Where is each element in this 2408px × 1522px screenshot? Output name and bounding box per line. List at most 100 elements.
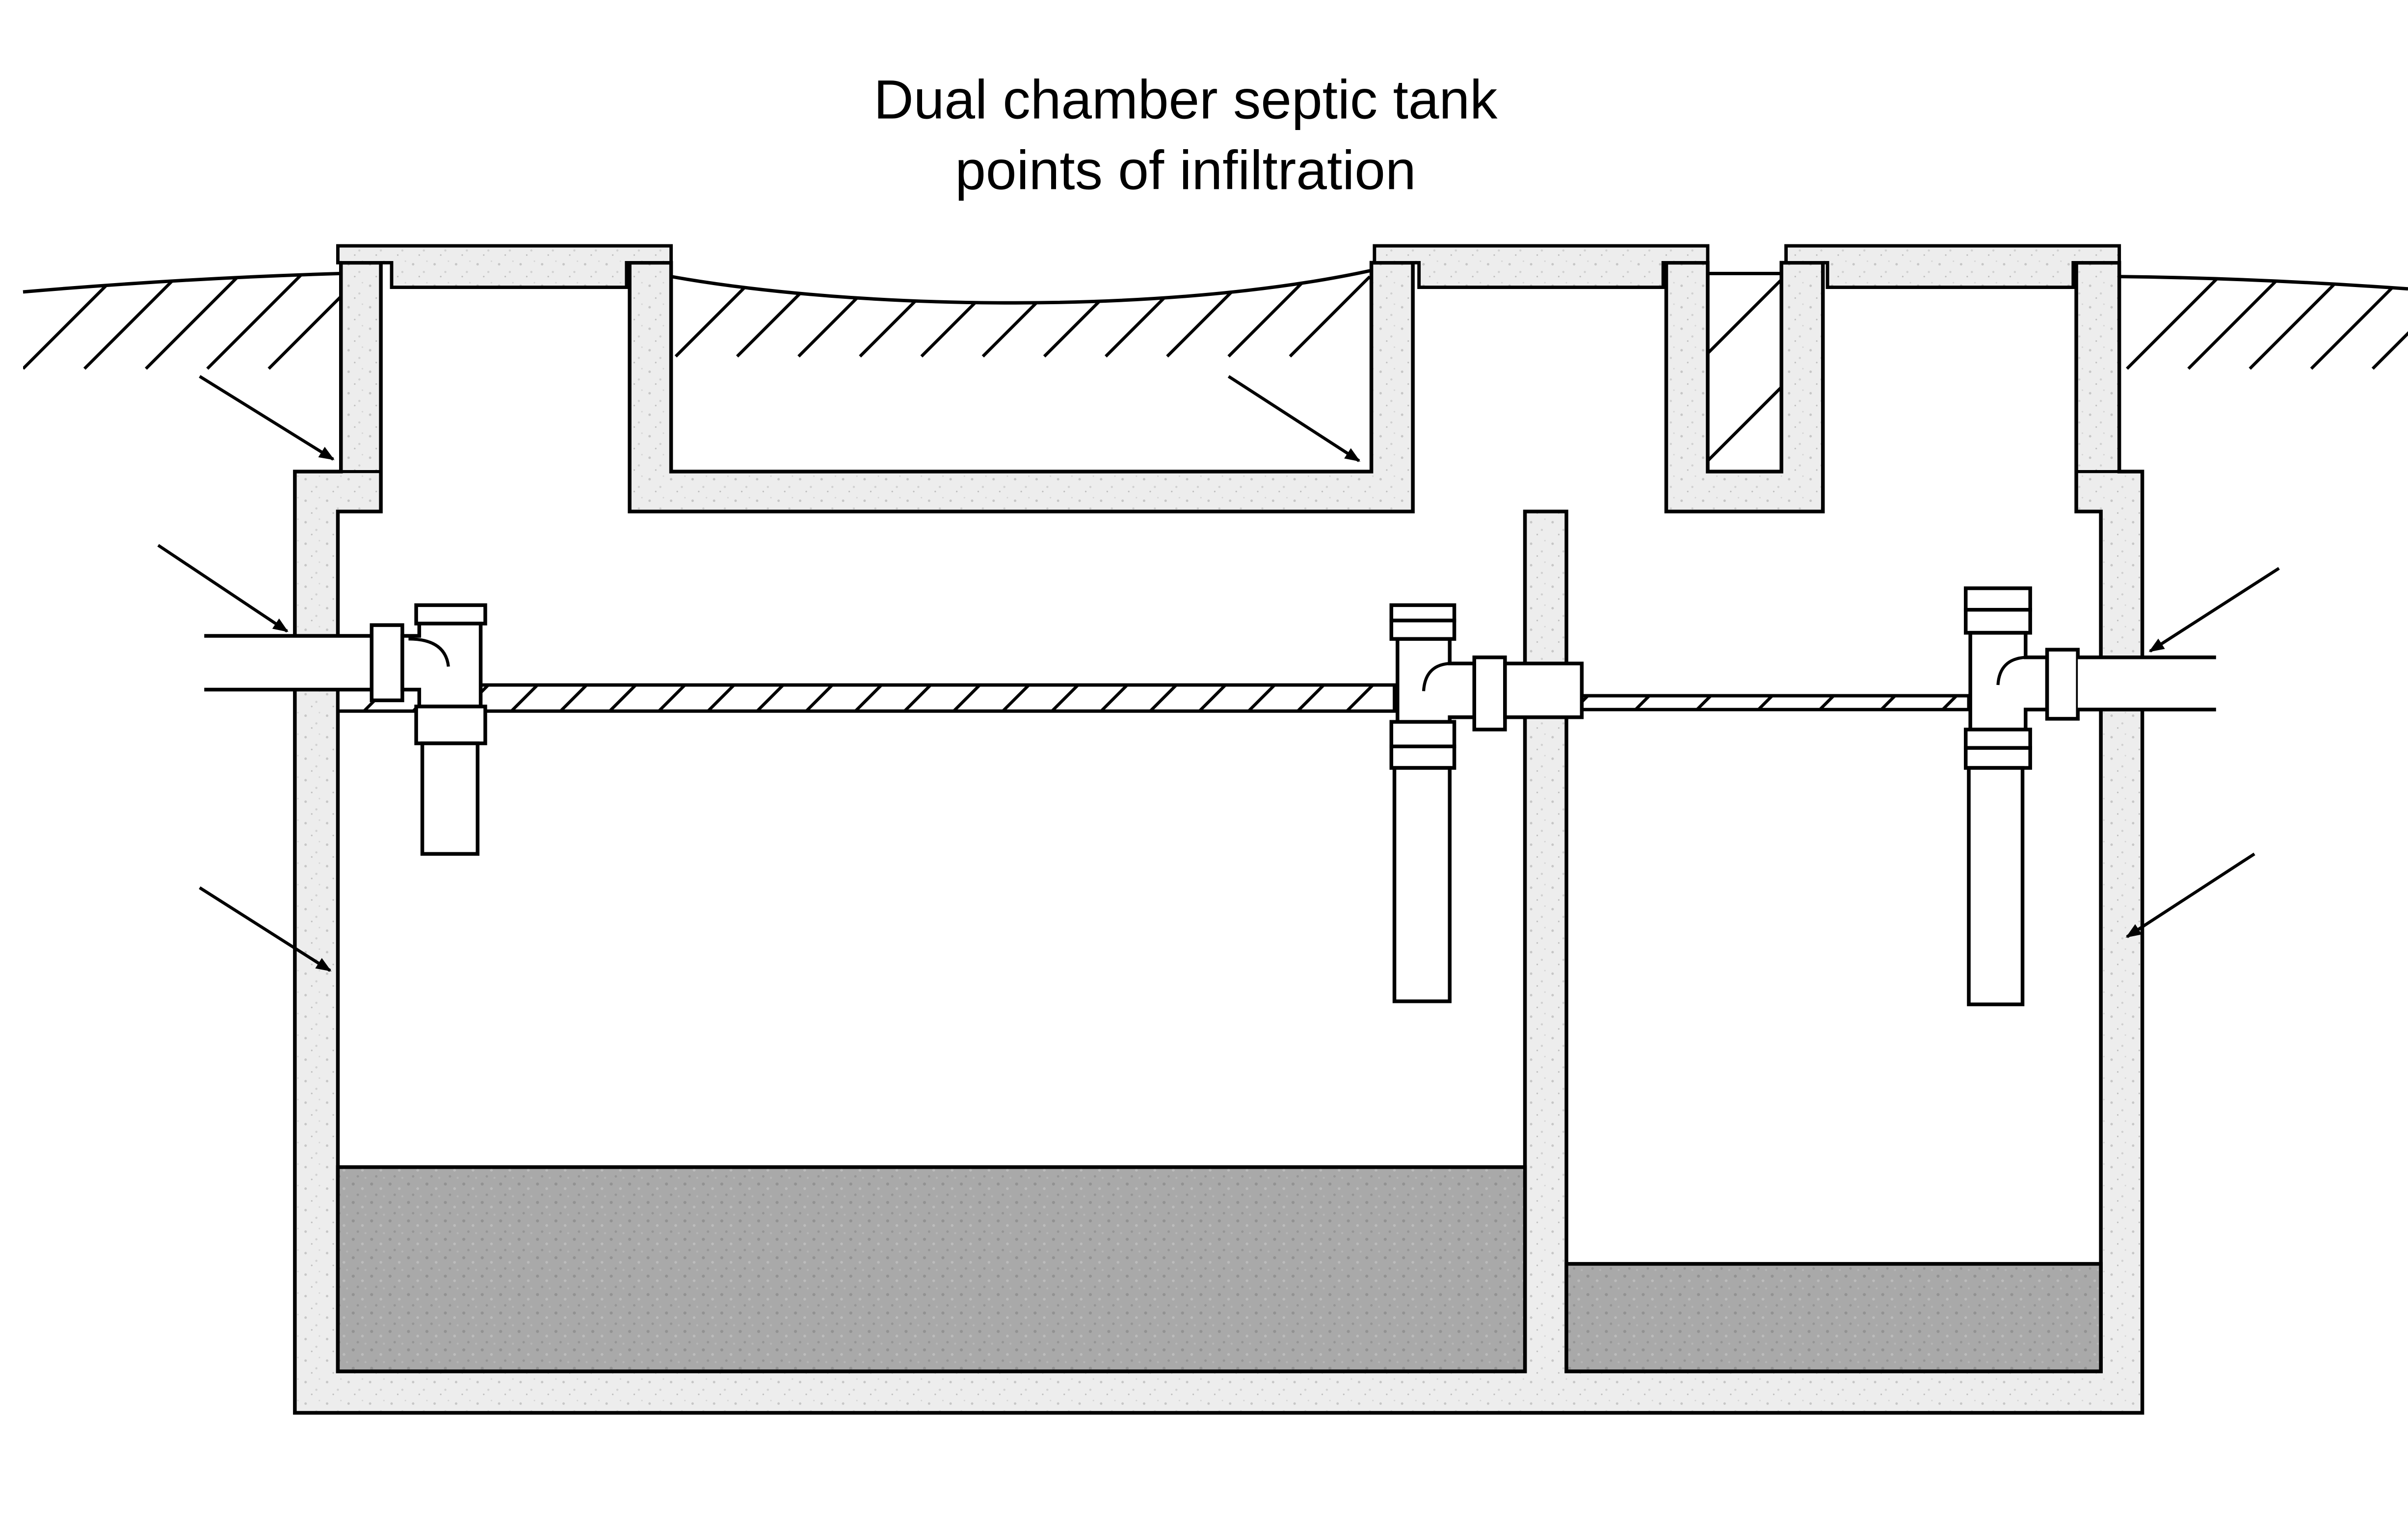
liquid-surface-hatch-line [510, 685, 539, 711]
infiltration-arrow-left-wall [199, 886, 332, 972]
transfer-coupling [1472, 656, 1507, 732]
soil-hatch-line [23, 273, 120, 370]
inlet-pipe-fill [204, 635, 372, 690]
soil-hatch-line [859, 275, 941, 358]
transfer-tee-sweep [1422, 662, 1450, 691]
transfer-tee-cap [1389, 603, 1456, 623]
outlet-tee-top-collar [1963, 607, 2032, 635]
inlet-tee-collar [414, 705, 487, 745]
soil-hatch-line [1707, 278, 1782, 355]
outlet-pipe-fill [2078, 657, 2216, 710]
liquid-surface-hatch-line [1582, 695, 1589, 704]
liquid-surface-hatch-line [1198, 685, 1227, 711]
sludge-layer-chamber-2 [1564, 1262, 2103, 1373]
outlet-coupling [2045, 648, 2080, 721]
riser-lid-inlet [336, 244, 673, 289]
ground-surface-line-middle [670, 268, 1372, 305]
liquid-surface-hatch-line [1247, 685, 1276, 711]
transfer-assembly [1389, 603, 1584, 1003]
sludge-layer-chamber-1 [336, 1165, 1527, 1373]
inlet-tee-cap [414, 603, 487, 626]
inlet-assembly [204, 603, 487, 856]
outlet-assembly [1963, 586, 2216, 1006]
soil-hatch-line [1105, 275, 1187, 358]
soil-hatch-left [23, 273, 341, 370]
top-slab-chamber-2-with-risers [1664, 261, 1825, 514]
inlet-drop-pipe [420, 741, 480, 856]
outlet-tee-bottom-collar [1963, 728, 2032, 750]
liquid-surface-hatch-line [1149, 685, 1178, 711]
liquid-surface-chamber-2 [1580, 694, 1971, 711]
outlet-tee-lower-collar [1963, 746, 2032, 770]
soil-hatch-line [145, 273, 242, 370]
ground-surface-line-right [2119, 275, 2408, 291]
soil-hatch-line [2126, 276, 2223, 370]
soil-hatch-line [2249, 276, 2346, 370]
liquid-surface-hatch-line [658, 685, 686, 711]
outlet-tee-body [1968, 630, 2049, 732]
transfer-tee-lower-collar [1389, 744, 1456, 770]
liquid-surface-hatch-line [1819, 695, 1835, 710]
soil-hatch-line [1166, 275, 1248, 358]
infiltration-arrows [157, 375, 2280, 972]
riser-lid-middle [1373, 244, 1710, 289]
liquid-surface-hatch-line [903, 685, 932, 711]
diagram-title-line2: points of infiltration [955, 139, 1416, 201]
transfer-tee-body [1396, 637, 1477, 724]
ground-surface-line-left [23, 271, 341, 294]
transfer-pipe-through-divider [1503, 661, 1584, 719]
liquid-surface-chamber-1 [336, 683, 1396, 713]
liquid-surface-hatch-line [805, 685, 834, 711]
liquid-surface-hatch-line [854, 685, 883, 711]
soil-hatch-right [2126, 276, 2408, 370]
soil-hatch-line [267, 273, 341, 370]
soil-hatch-line [1707, 386, 1782, 462]
liquid-surface-hatch-chamber-2 [1582, 695, 1958, 710]
inlet-coupling [370, 623, 404, 703]
liquid-surface-hatch-line [1757, 695, 1773, 710]
liquid-surface-hatch-line [1880, 695, 1896, 710]
soil-hatch-line [797, 275, 880, 358]
liquid-surface-hatch-line [1297, 685, 1325, 711]
liquid-surface-hatch-line [1100, 685, 1129, 711]
transfer-tee-bottom-collar [1389, 720, 1456, 749]
soil-hatch-line [1043, 275, 1125, 358]
soil-hatch-between-risers [1707, 278, 1782, 462]
liquid-surface-hatch-line [953, 685, 981, 711]
liquid-surface-hatch-line [609, 685, 637, 711]
transfer-drop-pipe [1392, 766, 1452, 1003]
outlet-tee-sweep [1996, 656, 2026, 685]
liquid-surface-hatch-line [559, 685, 588, 711]
outlet-tee-cap [1963, 586, 2032, 612]
soil-hatch-line [981, 275, 1064, 358]
soil-hatch-line [2371, 276, 2408, 370]
infiltration-arrow-left-riser [199, 375, 335, 461]
soil-hatch-line [83, 273, 181, 370]
riser-lid-outlet [1784, 244, 2121, 289]
diagram-title-line1: Dual chamber septic tank [873, 68, 1498, 130]
infiltration-arrow-inlet-pipe [157, 544, 289, 633]
liquid-surface-hatch-line [1634, 695, 1651, 710]
liquid-surface-hatch-line [707, 685, 736, 711]
ground-surface [23, 268, 2408, 305]
infiltration-arrow-right-wall [2125, 852, 2255, 938]
inlet-tee-sweep [408, 637, 450, 667]
soil-hatch-line [920, 275, 1003, 358]
liquid-surface-hatch-line [1346, 685, 1374, 711]
liquid-surface-hatch-line [756, 685, 785, 711]
soil-hatch-line [2310, 276, 2408, 370]
soil-hatch-line [1227, 275, 1310, 358]
transfer-tee-top-collar [1389, 618, 1456, 641]
infiltration-arrow-middle-riser [1227, 375, 1361, 462]
liquid-surface-hatch-line [1941, 695, 1958, 710]
top-slab-chamber-1-with-risers [628, 261, 1415, 514]
liquid-surface-hatch-line [1002, 685, 1030, 711]
outlet-pipe [2078, 656, 2216, 711]
outlet-drop-pipe [1967, 766, 2025, 1006]
infiltration-arrow-outlet-pipe [2148, 567, 2280, 653]
soil-hatch-line [674, 275, 757, 358]
inlet-pipe [204, 634, 372, 692]
riser-lids [336, 244, 2121, 289]
liquid-surface-hatch-line [1695, 695, 1712, 710]
